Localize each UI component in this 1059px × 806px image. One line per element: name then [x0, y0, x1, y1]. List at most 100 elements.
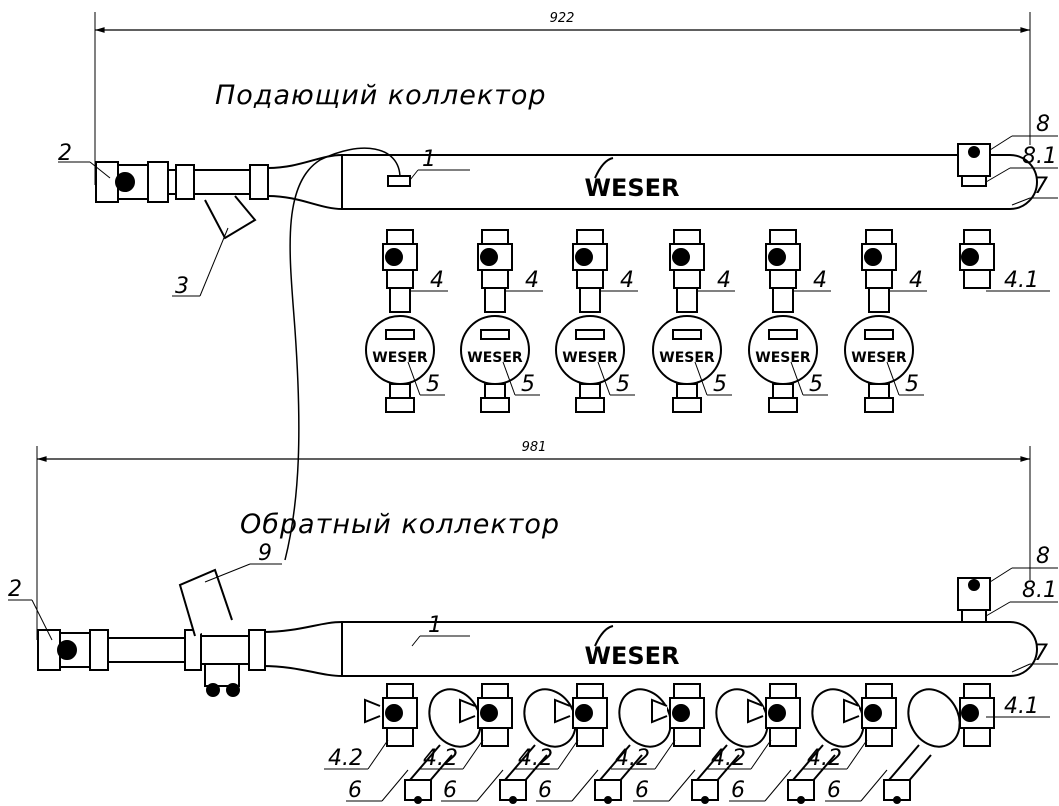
capillary-tube — [284, 147, 401, 561]
label-8-1-return: 8.1 — [1022, 578, 1057, 603]
label-4-supply: 4 — [909, 268, 923, 293]
return-outlet — [459, 683, 577, 804]
leader-line — [407, 361, 421, 396]
label-8-return: 8 — [1036, 544, 1050, 569]
label-8-supply: 8 — [1036, 112, 1050, 137]
leader-line — [597, 361, 611, 396]
supply-outlet — [555, 229, 625, 413]
dimension-supply: 922 — [550, 11, 575, 26]
label-4-2-return: 4.2 — [711, 746, 746, 771]
label-7-supply: 7 — [1034, 174, 1048, 199]
meter-brand: WESER — [851, 350, 907, 366]
return-outlet — [843, 683, 961, 804]
leader-line — [476, 769, 504, 802]
leader-line — [502, 361, 516, 396]
return-outlet — [554, 683, 672, 804]
label-6-return: 6 — [538, 778, 552, 803]
butterfly-handle-icon — [843, 698, 860, 724]
return-manifold-body — [261, 621, 1038, 677]
valve-handle-icon — [385, 704, 403, 722]
label-7-return: 7 — [1034, 641, 1048, 666]
return-end-valve — [959, 683, 995, 747]
leader-line — [571, 769, 599, 802]
label-5-supply: 5 — [616, 372, 630, 397]
brand-swoosh-icon — [594, 157, 614, 179]
valve-handle-icon — [480, 248, 498, 266]
supply-outlet — [652, 229, 722, 413]
meter-brand: WESER — [372, 350, 428, 366]
valve-handle-icon — [385, 248, 403, 266]
leader-line — [381, 769, 409, 802]
butterfly-handle-icon — [554, 698, 571, 724]
leader-line — [846, 739, 868, 770]
leader-line — [764, 769, 792, 802]
leader-line — [860, 769, 888, 802]
leader-line — [367, 739, 389, 770]
return-air-vent — [957, 577, 991, 623]
leader-line — [654, 739, 676, 770]
balancing-valve-icon — [907, 688, 961, 748]
leader-line — [790, 361, 804, 396]
leader-line — [462, 739, 484, 770]
leader-line — [557, 739, 579, 770]
label-4-1-return: 4.1 — [1004, 694, 1039, 719]
label-5-supply: 5 — [426, 372, 440, 397]
label-2-supply: 2 — [58, 141, 72, 166]
butterfly-handle-icon — [364, 698, 381, 724]
valve-handle-icon — [864, 248, 882, 266]
supply-end-valve — [959, 229, 995, 289]
valve-handle-icon — [864, 704, 882, 722]
meter-brand: WESER — [467, 350, 523, 366]
valve-handle-icon — [768, 248, 786, 266]
supply-manifold-body — [267, 154, 1038, 210]
label-4-2-return: 4.2 — [328, 746, 363, 771]
supply-title: Подающий коллектор — [215, 80, 547, 111]
leader-line — [694, 361, 708, 396]
brand-swoosh-icon — [594, 625, 614, 647]
supply-outlet — [748, 229, 818, 413]
butterfly-handle-icon — [651, 698, 668, 724]
return-title: Обратный коллектор — [240, 509, 560, 540]
leader-line — [668, 769, 696, 802]
label-3-supply: 3 — [175, 274, 189, 299]
supply-inlet-assembly — [95, 161, 269, 240]
label-4-2-return: 4.2 — [807, 746, 842, 771]
label-6-return: 6 — [731, 778, 745, 803]
label-4-supply: 4 — [813, 268, 827, 293]
capillary-fitting — [387, 175, 411, 187]
leader-line — [886, 361, 900, 396]
label-1-return: 1 — [428, 613, 442, 638]
label-4-2-return: 4.2 — [423, 746, 458, 771]
label-4-supply: 4 — [430, 268, 444, 293]
valve-handle-icon — [575, 704, 593, 722]
valve-handle-icon — [480, 704, 498, 722]
return-brand-logo: WESER — [584, 642, 679, 670]
valve-handle-icon — [672, 704, 690, 722]
label-6-return: 6 — [443, 778, 457, 803]
label-5-supply: 5 — [905, 372, 919, 397]
supply-brand-logo: WESER — [584, 174, 679, 202]
label-4-supply: 4 — [717, 268, 731, 293]
butterfly-handle-icon — [459, 698, 476, 724]
label-4-1-supply: 4.1 — [1004, 268, 1039, 293]
label-5-supply: 5 — [809, 372, 823, 397]
supply-outlet — [460, 229, 530, 413]
label-4-2-return: 4.2 — [518, 746, 553, 771]
label-1-supply: 1 — [422, 147, 436, 172]
label-5-supply: 5 — [713, 372, 727, 397]
label-6-return: 6 — [827, 778, 841, 803]
valve-handle-icon — [672, 248, 690, 266]
return-outlet — [651, 683, 769, 804]
meter-brand: WESER — [562, 350, 618, 366]
return-outlet — [364, 683, 482, 804]
meter-brand: WESER — [755, 350, 811, 366]
valve-handle-icon — [575, 248, 593, 266]
label-4-2-return: 4.2 — [615, 746, 650, 771]
label-6-return: 6 — [348, 778, 362, 803]
label-5-supply: 5 — [521, 372, 535, 397]
supply-outlets: WESER45WESER45WESER45WESER45WESER45WESER… — [365, 229, 927, 413]
return-inlet-assembly — [37, 568, 266, 697]
leader-line — [750, 739, 772, 770]
dimension-return: 981 — [522, 440, 547, 455]
